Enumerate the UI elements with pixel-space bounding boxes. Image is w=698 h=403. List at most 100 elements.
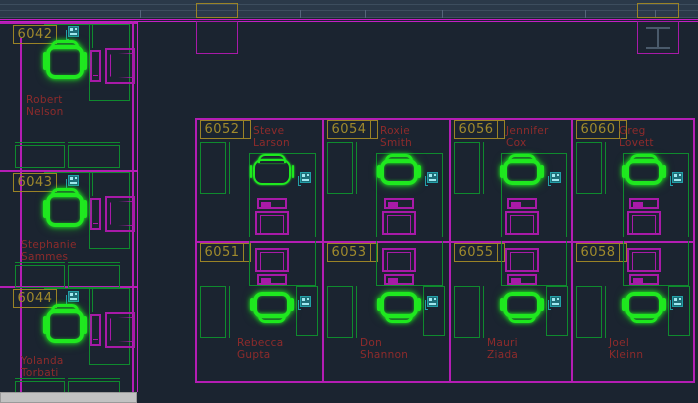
cubicle-6052-desk	[249, 153, 316, 237]
cubicle-6054-desk	[376, 153, 443, 237]
office-6044-cabinet-edge-b	[68, 378, 120, 379]
top-wall-band	[0, 0, 698, 18]
cubicle-partition-horizontal	[195, 241, 695, 243]
cubicle-6056-number[interactable]: 6056	[454, 120, 498, 139]
cubicle-6051-storage-edge	[229, 286, 230, 338]
cubicle-partition-vertical	[322, 118, 324, 383]
chair-icon[interactable]	[377, 154, 421, 185]
chair-icon[interactable]	[250, 154, 294, 185]
chair-icon[interactable]	[622, 292, 666, 323]
office-partition-wall	[0, 22, 137, 24]
cubicle-6055-number[interactable]: 6055	[454, 243, 498, 262]
cubicle-6060-number[interactable]: 6060	[576, 120, 620, 139]
wall-tick	[140, 10, 141, 18]
wall-tick	[442, 10, 443, 18]
monitor-front-icon	[505, 248, 541, 288]
cubicle-6054-storage-edge	[356, 142, 357, 194]
cubicle-6060-desk	[623, 153, 689, 237]
office-6044-cabinet-edge-a	[15, 378, 65, 379]
cubicle-6053-storage	[327, 286, 353, 338]
phone-icon[interactable]	[425, 172, 438, 186]
phone-icon[interactable]	[548, 296, 561, 310]
office-6042-cabinet-b	[68, 145, 120, 168]
monitor-front-icon	[505, 198, 541, 238]
cubicle-6054-number[interactable]: 6054	[327, 120, 371, 139]
top-wall-line-1	[0, 4, 698, 5]
phone-icon[interactable]	[66, 26, 79, 40]
top-label-box-right[interactable]	[637, 3, 679, 18]
cubicle-6055-storage-edge	[483, 286, 484, 338]
chair-icon[interactable]	[622, 154, 666, 185]
cubicle-6056-label-tab	[498, 120, 505, 139]
cubicle-6053-storage-edge	[356, 286, 357, 338]
cubicle-6060-storage	[576, 142, 602, 194]
phone-icon[interactable]	[425, 296, 438, 310]
top-wall-line-2	[0, 10, 698, 11]
cubicle-6056-desk	[501, 153, 567, 237]
office-partition-wall	[0, 170, 137, 172]
cubicle-6053-number[interactable]: 6053	[327, 243, 371, 262]
top-label-box-left[interactable]	[196, 3, 238, 18]
office-6042-number[interactable]: 6042	[13, 25, 57, 44]
cubicle-partition-vertical	[571, 118, 573, 383]
cubicle-6060-storage-edge	[605, 142, 606, 194]
monitor-side-icon	[90, 194, 136, 234]
top-wall-line-3	[0, 17, 698, 18]
office-6044-label-frame	[44, 288, 93, 312]
chair-icon[interactable]	[43, 40, 87, 79]
office-6043-number[interactable]: 6043	[13, 173, 57, 192]
cubicle-6055-desk	[501, 241, 567, 286]
cubicle-6051-storage	[200, 286, 226, 338]
phone-icon[interactable]	[66, 175, 79, 189]
corridor-wall-top	[0, 19, 698, 20]
cubicle-6052-label-tab	[244, 120, 251, 139]
monitor-front-icon	[627, 198, 663, 238]
monitor-side-icon	[90, 46, 136, 86]
phone-icon[interactable]	[298, 172, 311, 186]
cubicle-6051-number[interactable]: 6051	[200, 243, 244, 262]
office-6042-cabinet-a	[15, 145, 65, 168]
office-6042-cabinet-edge-b	[68, 142, 120, 143]
chair-icon[interactable]	[500, 292, 544, 323]
cubicle-6052-number[interactable]: 6052	[200, 120, 244, 139]
cubicle-6053-label-tab	[371, 243, 378, 262]
wall-tick	[585, 10, 586, 18]
wall-tick	[300, 10, 301, 18]
cubicle-partition-horizontal	[195, 118, 695, 120]
top-stub-room-right	[637, 21, 679, 54]
cubicle-6058-storage-edge	[605, 286, 606, 338]
cubicle-6052-storage-edge	[229, 142, 230, 194]
phone-icon[interactable]	[548, 172, 561, 186]
chair-icon[interactable]	[43, 304, 87, 343]
chair-icon[interactable]	[43, 188, 87, 227]
scrollbar-thumb[interactable]	[0, 392, 137, 403]
office-6044-number[interactable]: 6044	[13, 289, 57, 308]
monitor-front-icon	[382, 198, 418, 238]
corridor-wall-top-2	[0, 21, 698, 22]
cubicle-6058-number[interactable]: 6058	[576, 243, 620, 262]
phone-icon[interactable]	[670, 172, 683, 186]
office-6042-label-frame	[44, 24, 93, 48]
monitor-front-icon	[255, 198, 291, 238]
chair-icon[interactable]	[377, 292, 421, 323]
cubicle-6051-label-tab	[244, 243, 251, 262]
phone-icon[interactable]	[298, 296, 311, 310]
phone-icon[interactable]	[66, 291, 79, 305]
horizontal-scrollbar[interactable]	[0, 392, 698, 403]
cubicle-6052-storage	[200, 142, 226, 194]
cubicle-6060-label-tab	[620, 120, 627, 139]
chair-icon[interactable]	[500, 154, 544, 185]
wall-tick	[365, 10, 366, 18]
chair-icon[interactable]	[250, 292, 294, 323]
phone-icon[interactable]	[670, 296, 683, 310]
monitor-front-icon	[382, 248, 418, 288]
